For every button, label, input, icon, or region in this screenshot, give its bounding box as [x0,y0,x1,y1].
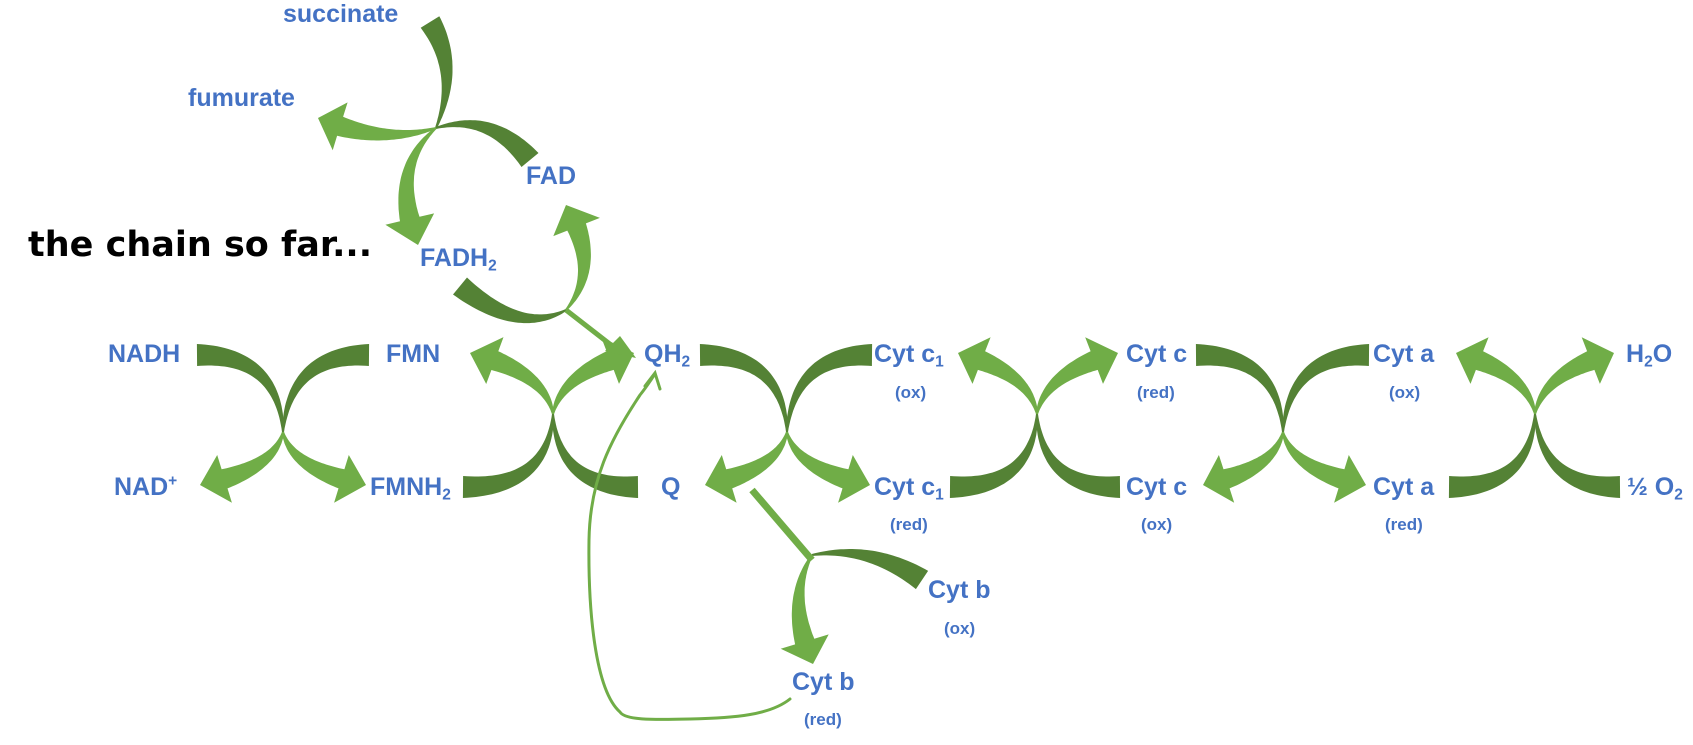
arrow-fad-regen [553,205,600,311]
arrow-cytc-red-out [1036,337,1118,415]
connector-fadh2-qh2-head [605,336,636,358]
arrow-qh2-in [699,344,788,433]
arrow-cyta-in [1282,344,1370,433]
hand-drawn-return-line [587,372,792,721]
arrow-h2o-out [1534,337,1614,415]
hand-drawn-arrow-head [643,369,662,391]
arrow-fmnh2-donor [462,413,554,498]
arrow-cyta-donor [1448,413,1536,498]
arrow-fmnh2-in [282,344,370,433]
arrow-cytc1-back [958,337,1038,415]
arrow-q-out [705,431,788,503]
arrow-cytb-red-out [780,554,829,664]
arrow-cyta-red-out [1282,431,1366,503]
arrow-cytc-donor [1195,344,1284,433]
arrow-nad-out [200,431,284,503]
arrow-nadh-in [196,344,284,433]
arrow-cytc1-out [786,431,870,503]
arrow-cytb-ox-in [811,549,929,590]
arrow-cyta-ox-out [1456,337,1536,415]
arrow-o2-in [1534,413,1621,498]
arrow-fmn-out [470,337,554,415]
arrow-fmnh2-out [282,431,366,503]
connector-q-cytb [749,487,815,563]
arrow-cytc-in [1036,413,1121,498]
arrow-fadh2-donor [453,277,567,324]
arrow-fad-in [435,120,539,167]
arrow-fadh2-out [385,127,437,245]
arrow-cytc1-in [786,344,873,433]
arrow-cytc-ox-out [1203,431,1284,503]
arrow-qh2-out [552,337,634,415]
arrow-q-in [552,413,639,498]
arrow-fumurate-out [318,102,437,151]
arrow-cytc1-donor [949,413,1038,498]
arrow-succinate-in [420,16,453,129]
